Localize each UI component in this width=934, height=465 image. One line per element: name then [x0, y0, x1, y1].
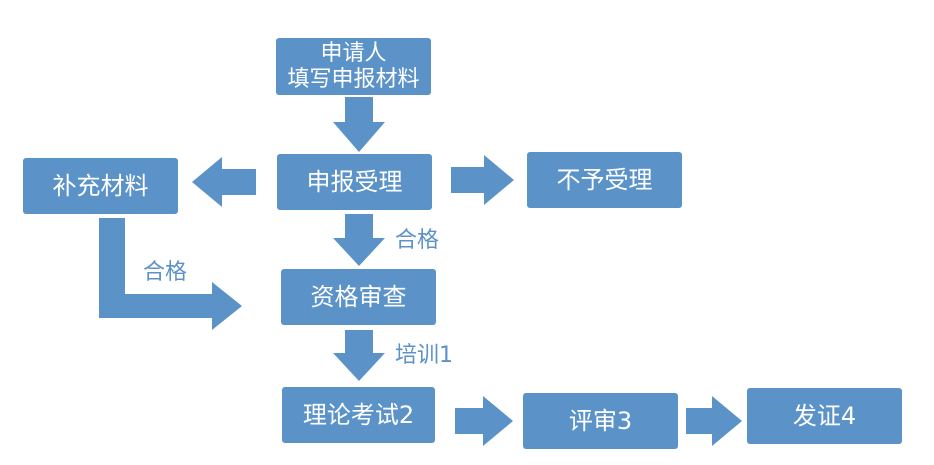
node-reject-label: 不予受理 — [556, 166, 653, 194]
node-applicant-line1: 申请人 — [320, 40, 387, 66]
node-certify-label: 发证4 — [792, 402, 857, 430]
arrow-applicant-to-accept — [333, 97, 385, 152]
node-review-label: 评审3 — [568, 407, 633, 435]
node-applicant: 申请人 填写申报材料 — [276, 38, 431, 95]
edge-label-supplement-to-qual: 合格 — [143, 260, 188, 285]
node-apply-accept: 申报受理 — [277, 154, 432, 210]
node-qualification-label: 资格审查 — [310, 283, 407, 311]
edge-label-qual-to-exam: 培训1 — [395, 343, 453, 368]
node-apply-accept-label: 申报受理 — [306, 168, 403, 196]
node-theory-exam-label: 理论考试2 — [302, 401, 415, 429]
node-certify: 发证4 — [747, 388, 902, 444]
node-supplement-label: 补充材料 — [52, 172, 149, 200]
arrow-accept-to-qualification — [333, 214, 385, 266]
edge-label-accept-to-qual: 合格 — [395, 228, 440, 253]
arrow-accept-to-reject — [451, 155, 514, 205]
node-reject: 不予受理 — [527, 152, 682, 208]
node-review: 评审3 — [523, 393, 678, 449]
node-theory-exam: 理论考试2 — [282, 387, 435, 443]
node-applicant-line2: 填写申报材料 — [287, 66, 420, 92]
arrow-supplement-to-qualification — [99, 218, 242, 330]
arrow-review-to-certify — [686, 396, 742, 446]
arrow-exam-to-review — [455, 396, 513, 446]
arrow-accept-to-supplement — [192, 157, 256, 207]
arrow-qualification-to-exam — [333, 330, 385, 381]
node-supplement: 补充材料 — [23, 158, 178, 214]
node-qualification: 资格审查 — [281, 269, 436, 325]
